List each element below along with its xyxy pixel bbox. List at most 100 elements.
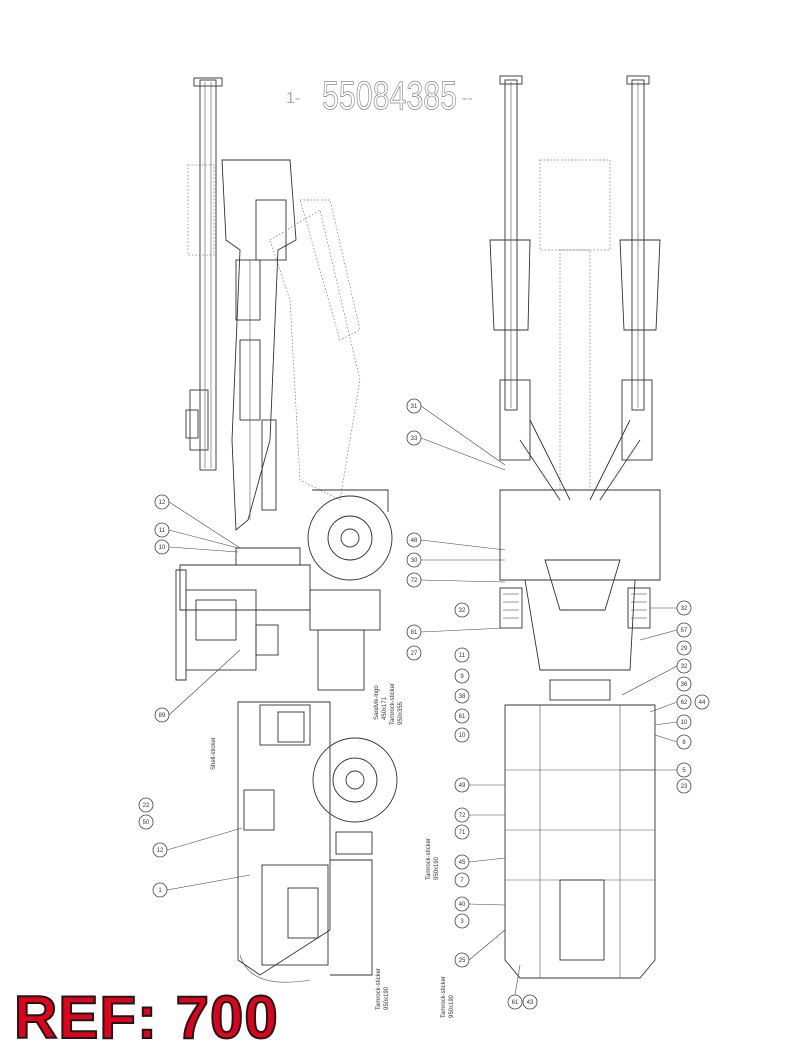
callout-bubble: 71 xyxy=(454,824,470,840)
callout-bubble: 32 xyxy=(676,658,692,674)
svg-text:31: 31 xyxy=(411,404,418,410)
svg-text:62: 62 xyxy=(681,700,688,706)
callout-bubble: 27 xyxy=(406,645,422,661)
callout-bubble: 11 xyxy=(454,647,470,663)
svg-text:10: 10 xyxy=(159,545,166,551)
callout-bubble: 33 xyxy=(406,430,422,446)
svg-text:12: 12 xyxy=(159,500,166,506)
callout-bubble: 32 xyxy=(454,602,470,618)
svg-text:57: 57 xyxy=(681,628,688,634)
svg-text:40: 40 xyxy=(459,902,466,908)
callout-bubble: 62 xyxy=(676,694,692,710)
svg-text:50: 50 xyxy=(143,820,150,826)
svg-text:49: 49 xyxy=(459,783,466,789)
plan-view xyxy=(489,75,661,979)
callout-bubble: 9 xyxy=(454,668,470,684)
callout-bubble: 43 xyxy=(522,994,538,1010)
svg-text:25: 25 xyxy=(459,958,466,964)
callout-bubble: 22 xyxy=(138,797,154,813)
svg-text:27: 27 xyxy=(411,651,418,657)
callout-bubble: 10 xyxy=(454,727,470,743)
callout-bubble: 61 xyxy=(507,994,523,1010)
callouts-side: 12 11 10 1 12 89 50 22 xyxy=(138,494,251,898)
svg-text:30: 30 xyxy=(411,558,418,564)
svg-text:11: 11 xyxy=(459,653,466,659)
callout-bubble: 25 xyxy=(454,952,470,968)
svg-text:61: 61 xyxy=(512,1000,519,1006)
drawing-number-suffix: -- xyxy=(462,90,473,107)
callout-bubble: 49 xyxy=(454,777,470,793)
callout-bubble: 11 xyxy=(154,522,170,538)
svg-text:32: 32 xyxy=(681,606,688,612)
callout-bubble: 12 xyxy=(152,842,168,858)
svg-text:23: 23 xyxy=(681,784,688,790)
callout-bubble: 31 xyxy=(406,398,422,414)
callout-bubble: 61 xyxy=(454,708,470,724)
drawing-number: 1- 55084385 -- xyxy=(286,74,473,119)
sticker-label-text: Tamrock-sticker xyxy=(441,976,447,1018)
svg-text:61: 61 xyxy=(459,714,466,720)
callout-bubble: 8 xyxy=(676,734,692,750)
sticker-label-text: Tamrock-sticker xyxy=(376,968,382,1010)
sticker-label-size: 950x190 xyxy=(449,994,455,1018)
callout-bubble: 36 xyxy=(676,676,692,692)
svg-text:5: 5 xyxy=(682,768,686,774)
svg-text:72: 72 xyxy=(411,578,418,584)
svg-text:32: 32 xyxy=(459,608,466,614)
callout-bubble: 72 xyxy=(406,572,422,588)
svg-text:71: 71 xyxy=(459,830,466,836)
svg-text:10: 10 xyxy=(459,733,466,739)
callout-bubble: 10 xyxy=(676,714,692,730)
sticker-label-text: Sandvik-logo xyxy=(374,685,380,720)
svg-text:12: 12 xyxy=(157,848,164,854)
svg-text:9: 9 xyxy=(460,674,464,680)
drawing-number-text: 55084385 xyxy=(322,74,457,118)
svg-text:38: 38 xyxy=(459,694,466,700)
callout-bubble: 38 xyxy=(454,688,470,704)
callout-bubble: 32 xyxy=(676,600,692,616)
callout-bubble: 57 xyxy=(676,622,692,638)
callout-bubble: 81 xyxy=(406,624,422,640)
callout-bubble: 1 xyxy=(152,882,168,898)
svg-text:1: 1 xyxy=(158,888,162,894)
callout-bubble: 7 xyxy=(454,872,470,888)
callout-bubble: 50 xyxy=(138,814,154,830)
ref-label: REF: 700 xyxy=(13,984,279,1051)
svg-text:45: 45 xyxy=(459,860,466,866)
callout-bubble: 3 xyxy=(454,913,470,929)
callouts-front: 31 33 48 30 72 32 81 27 11 9 38 61 10 49… xyxy=(406,398,538,1010)
svg-text:29: 29 xyxy=(681,646,688,652)
svg-text:89: 89 xyxy=(159,713,166,719)
sticker-label-text: Shell-sticker xyxy=(211,737,217,770)
svg-text:8: 8 xyxy=(682,740,686,746)
svg-text:10: 10 xyxy=(681,720,688,726)
svg-text:11: 11 xyxy=(159,528,166,534)
svg-text:36: 36 xyxy=(681,682,688,688)
callout-bubble: 5 xyxy=(676,762,692,778)
sticker-label-size: 450x171 xyxy=(382,696,388,720)
callout-bubble: 40 xyxy=(454,896,470,912)
svg-text:32: 32 xyxy=(681,664,688,670)
callout-bubble: 72 xyxy=(454,807,470,823)
side-view xyxy=(175,77,398,983)
sticker-label-size: 950x190 xyxy=(434,856,440,880)
svg-text:81: 81 xyxy=(411,630,418,636)
svg-text:22: 22 xyxy=(143,803,150,809)
callout-bubble: 12 xyxy=(154,494,170,510)
svg-text:7: 7 xyxy=(460,878,464,884)
sticker-label-text: Tamrock-sticker xyxy=(426,838,432,880)
callout-bubble: 48 xyxy=(406,532,422,548)
drawing-number-prefix: 1- xyxy=(286,90,300,107)
sticker-label-size: 950x190 xyxy=(384,986,390,1010)
sticker-labels: Sandvik-logo 450x171 Tamrock-sticker 950… xyxy=(211,683,455,1018)
svg-text:43: 43 xyxy=(527,1000,534,1006)
callout-bubble: 45 xyxy=(454,854,470,870)
svg-text:48: 48 xyxy=(411,538,418,544)
svg-text:44: 44 xyxy=(699,700,706,706)
svg-text:33: 33 xyxy=(411,436,418,442)
callout-bubble: 29 xyxy=(676,640,692,656)
sticker-label-size: 950x355 xyxy=(398,701,404,725)
svg-text:3: 3 xyxy=(460,919,464,925)
svg-text:72: 72 xyxy=(459,813,466,819)
callout-bubble: 44 xyxy=(694,694,710,710)
